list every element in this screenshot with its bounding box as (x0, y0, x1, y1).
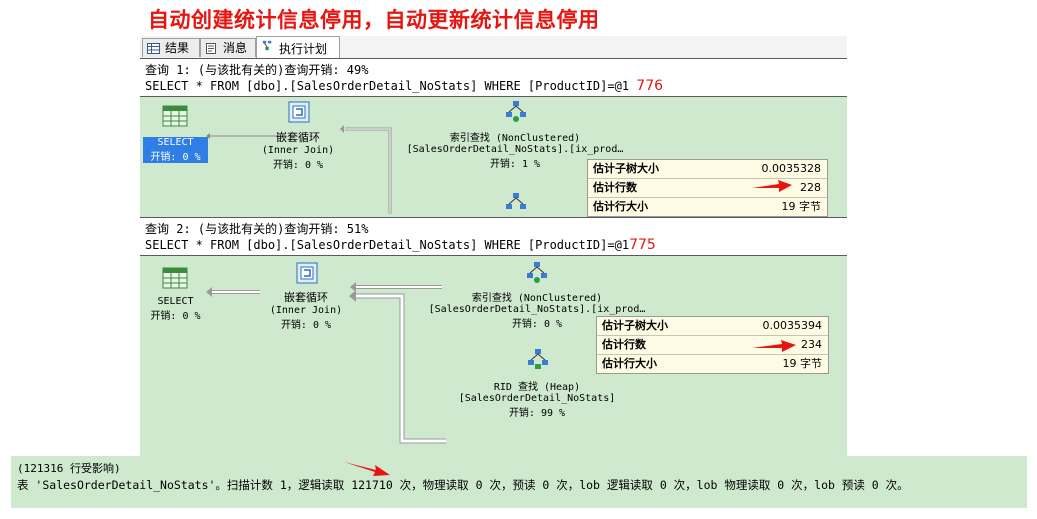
plan-icon (262, 40, 272, 51)
query2-tooltip-row: 估计行数 234 (597, 336, 828, 355)
query2-select-name: SELECT (157, 296, 194, 307)
tab-messages-label: 消息 (223, 41, 248, 55)
select-operator-icon (162, 105, 188, 127)
nested-loop-icon (296, 262, 318, 284)
query2-seek-node[interactable]: 索引查找 (NonClustered) [SalesOrderDetail_No… (412, 289, 662, 330)
query2-select-node[interactable]: SELECT 开销: 0 % (143, 296, 208, 322)
tooltip-value: 0.0035394 (762, 319, 823, 332)
query1-loop-sub: (Inner Join) (261, 145, 335, 156)
tooltip-value: 0.0035328 (761, 162, 822, 175)
red-arrow-icon (752, 180, 792, 192)
query1-seek-node[interactable]: 索引查找 (NonClustered) [SalesOrderDetail_No… (390, 129, 640, 170)
page-title: 自动创建统计信息停用，自动更新统计信息停用 (148, 8, 600, 32)
query2-seek-cost: 开销: 0 % (511, 319, 563, 330)
query1-sql: SELECT * FROM [dbo].[SalesOrderDetail_No… (145, 78, 663, 94)
query2-connectors (206, 282, 446, 444)
query1-select-cost: 开销: 0 % (150, 152, 201, 163)
query2-loop-name: 嵌套循环 (284, 291, 328, 304)
query1-tooltip-row: 估计行数 228 (588, 179, 827, 198)
query1-loop-cost: 开销: 0 % (272, 160, 324, 171)
grid-icon (147, 43, 160, 54)
tab-execution-plan[interactable]: 执行计划 (256, 36, 340, 58)
query1-cost-text: 查询 1: (与该批有关的)查询开销: 49% (145, 63, 369, 77)
query2-annotation: 775 (629, 237, 656, 253)
query1-connectors (206, 125, 392, 214)
tab-results[interactable]: 结果 (142, 38, 200, 57)
io-stats-text: 表 'SalesOrderDetail_NoStats'。扫描计数 1，逻辑读取… (17, 478, 909, 492)
query1-seek-name: 索引查找 (NonClustered) (449, 133, 581, 144)
query1-tooltip-row: 估计行大小 19 字节 (588, 198, 827, 216)
query2-cost-text: 查询 2: (与该批有关的)查询开销: 51% (145, 222, 369, 236)
tooltip-value: 228 (800, 181, 821, 194)
query2-rid-object: [SalesOrderDetail_NoStats] (458, 393, 616, 404)
query2-seek-object: [SalesOrderDetail_NoStats].[ix_prod… (428, 304, 646, 315)
tooltip-value: 19 字节 (782, 357, 823, 370)
query1-tooltip-row: 估计子树大小 0.0035328 (588, 160, 827, 179)
tooltip-key: 估计行大小 (602, 357, 657, 370)
tab-execution-plan-label: 执行计划 (279, 42, 328, 56)
query2-tooltip-row: 估计行大小 19 字节 (597, 355, 828, 373)
rid-lookup-icon (506, 193, 526, 209)
tooltip-key: 估计行大小 (593, 200, 648, 213)
query2-header: 查询 2: (与该批有关的)查询开销: 51% SELECT * FROM [d… (140, 217, 847, 256)
message-icon (206, 43, 216, 54)
tooltip-key: 估计行数 (602, 338, 646, 351)
query2-loop-cost: 开销: 0 % (280, 320, 332, 331)
query2-rid-cost: 开销: 99 % (508, 408, 566, 419)
red-arrow-icon (752, 340, 796, 352)
query1-seek-object: [SalesOrderDetail_NoStats].[ix_prod… (406, 144, 624, 155)
rows-affected-text: (121316 行受影响) (17, 462, 121, 475)
query2-select-cost: 开销: 0 % (150, 311, 201, 322)
execution-plan-pane: 查询 1: (与该批有关的)查询开销: 49% SELECT * FROM [d… (140, 58, 847, 456)
index-seek-icon (527, 262, 547, 283)
nested-loop-icon (288, 101, 310, 123)
select-operator-icon (162, 267, 188, 289)
result-tabs: 结果 消息 执行计划 (140, 36, 847, 59)
query1-tooltip: 估计子树大小 0.0035328 估计行数 228 估计行大小 19 字节 (587, 159, 828, 217)
query1-sql-text: SELECT * FROM [dbo].[SalesOrderDetail_No… (145, 79, 630, 93)
query2-sql-text: SELECT * FROM [dbo].[SalesOrderDetail_No… (145, 238, 630, 252)
query2-seek-name: 索引查找 (NonClustered) (471, 293, 603, 304)
tooltip-key: 估计子树大小 (593, 162, 659, 175)
tooltip-key: 估计子树大小 (602, 319, 668, 332)
index-seek-icon (506, 101, 526, 122)
query1-loop-node[interactable]: 嵌套循环 (Inner Join) 开销: 0 % (248, 129, 348, 171)
query2-rid-node[interactable]: RID 查找 (Heap) [SalesOrderDetail_NoStats]… (437, 378, 637, 419)
query1-annotation: 776 (636, 78, 664, 94)
query1-loop-name: 嵌套循环 (276, 131, 320, 144)
query1-select-node[interactable]: SELECT 开销: 0 % (143, 137, 208, 163)
tab-results-label: 结果 (165, 41, 190, 55)
rid-lookup-icon (528, 349, 548, 369)
query2-tooltip-row: 估计子树大小 0.0035394 (597, 317, 828, 336)
query2-rid-name: RID 查找 (Heap) (493, 382, 581, 393)
query2-loop-sub: (Inner Join) (269, 305, 343, 316)
tooltip-key: 估计行数 (593, 181, 637, 194)
tooltip-value: 19 字节 (781, 200, 822, 213)
query1-header: 查询 1: (与该批有关的)查询开销: 49% SELECT * FROM [d… (140, 58, 847, 97)
query2-sql: SELECT * FROM [dbo].[SalesOrderDetail_No… (145, 237, 656, 253)
red-arrow-icon (344, 462, 390, 476)
query2-loop-node[interactable]: 嵌套循环 (Inner Join) 开销: 0 % (256, 289, 356, 331)
tab-messages[interactable]: 消息 (200, 38, 256, 57)
query1-seek-cost: 开销: 1 % (489, 159, 541, 170)
tooltip-value: 234 (801, 338, 822, 351)
messages-pane: (121316 行受影响) 表 'SalesOrderDetail_NoStat… (11, 456, 1027, 508)
query1-select-name: SELECT (157, 137, 194, 148)
